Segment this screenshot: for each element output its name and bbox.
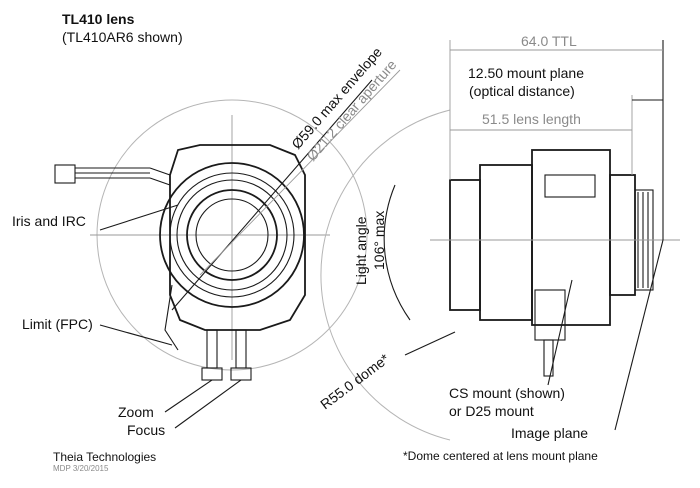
rear-body [609,174,636,296]
dome-leader [404,331,456,356]
iris-leader [99,204,179,231]
limit-fpc-tab [164,284,179,351]
mount-plane-label-2: (optical distance) [469,83,575,99]
image-plane-label: Image plane [511,425,588,441]
main-body [531,149,611,326]
ttl-label: 64.0 TTL [521,33,577,49]
bottom-cable [543,339,554,377]
light-angle-label-1: Light angle [353,216,369,285]
barrel-ring-3 [176,179,288,291]
barrel-ring-2 [169,172,295,298]
zoom-cable [206,329,218,369]
mount-leader [547,279,573,386]
iris-callout: Iris and IRC [12,213,86,229]
light-angle-label-2: 106° max [371,211,387,270]
image-plane-leader [614,239,664,431]
clear-aperture-ring [195,198,269,272]
zoom-callout: Zoom [118,404,154,420]
zoom-leader [164,379,213,413]
mount-label-2: or D25 mount [449,403,534,419]
dome-arc-gray [320,109,451,441]
front-barrel [449,179,481,311]
top-motor [544,174,596,198]
front-view [54,69,401,429]
drawing-subtitle: (TL410AR6 shown) [62,29,183,45]
dome-footnote: *Dome centered at lens mount plane [403,449,598,463]
outer-barrel-ring [159,162,305,308]
company-name: Theia Technologies [53,450,156,464]
middle-barrel [479,164,533,321]
aperture-leader [199,69,401,276]
focus-cable [235,329,247,369]
cable-to-body [149,167,171,186]
light-angle-arc [383,184,411,321]
focus-callout: Focus [127,422,165,438]
focus-leader [174,379,242,429]
mount-label-1: CS mount (shown) [449,385,565,401]
drawing-reference: MDP 3/20/2015 [53,464,109,473]
mount-plane-label-1: 12.50 mount plane [468,65,584,81]
dome-label: R55.0 dome* [317,350,392,412]
envelope-leader [171,79,373,311]
side-view [320,40,680,441]
connector-plug [54,164,76,184]
limit-callout: Limit (FPC) [22,316,93,332]
glass-ring [186,189,278,281]
drawing-title: TL410 lens [62,11,135,27]
limit-leader [99,324,173,346]
lens-length-label: 51.5 lens length [482,111,581,127]
